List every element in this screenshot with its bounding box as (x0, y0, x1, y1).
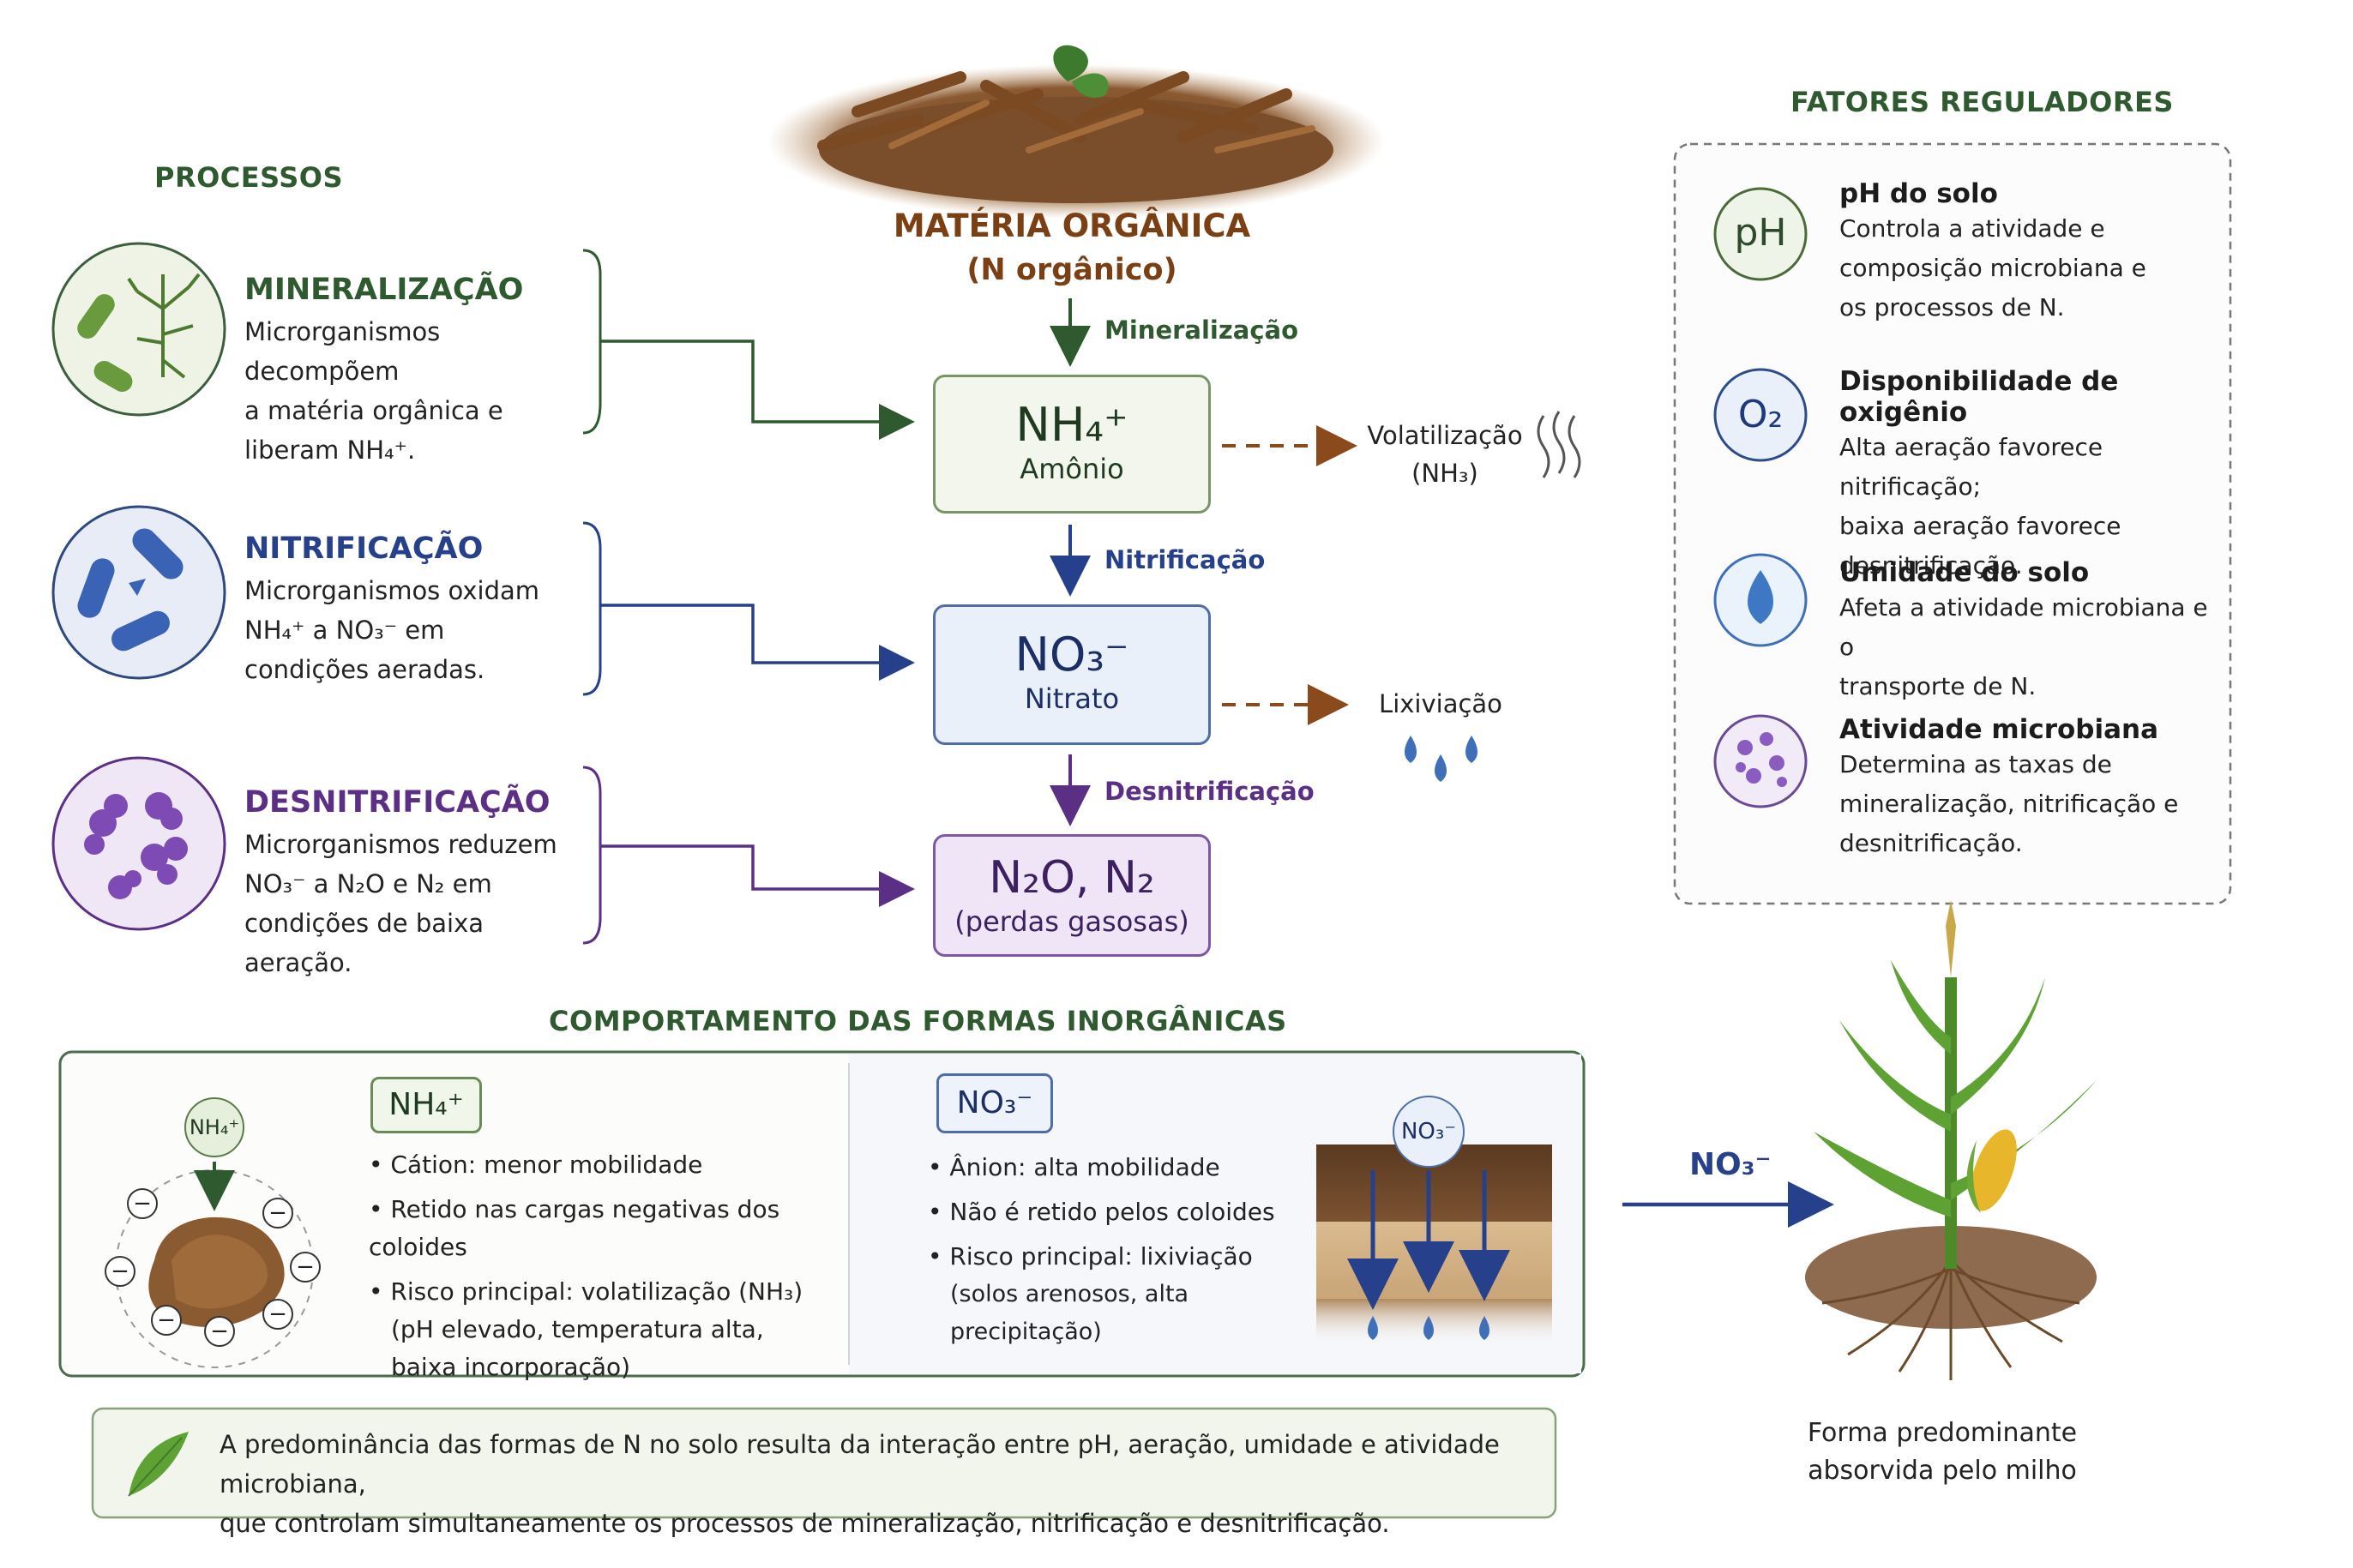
ammonium-badge: NH₄⁺ (184, 1097, 244, 1157)
vapor-icon (1537, 411, 1581, 478)
colloid-illustration (115, 1162, 314, 1368)
label-nitrification: Nitrificação (1104, 545, 1266, 574)
behavior-section-title: COMPORTAMENTO DAS FORMAS INORGÂNICAS (549, 1005, 1287, 1037)
denitrification-bracket (582, 766, 602, 945)
corn-arrow-label: NO₃⁻ (1689, 1147, 1772, 1182)
water-drop-icon (1748, 570, 1773, 624)
factor-description: Alta aeração favorece nitrificação;baixa… (1839, 433, 2121, 580)
nitrate-badge: NO₃⁻ (1393, 1096, 1465, 1168)
microbes-icon-circle (1713, 714, 1808, 808)
factors-panel (1673, 142, 2232, 905)
processes-section-title: PROCESSOS (154, 161, 344, 194)
negative-charge: − (262, 1198, 293, 1229)
nitrification-microbe-icon (51, 505, 226, 680)
summary-note: A predominância das formas de N no solo … (220, 1430, 1500, 1538)
mineralization-connector (600, 339, 915, 440)
organic-matter-illustration (767, 45, 1385, 219)
negative-charge: − (151, 1305, 182, 1336)
factor-moisture: Umidade do solo Afeta a atividade microb… (1839, 557, 2217, 706)
bullet-item: • Risco principal: lixiviação (928, 1242, 1253, 1271)
organic-matter-title: MATÉRIA ORGÂNICA (893, 207, 1251, 244)
negative-charge: − (290, 1252, 321, 1283)
nitrate-box: NO₃⁻ Nitrato (933, 604, 1211, 745)
denitrification-microbe-icon (51, 756, 226, 931)
nitrate-formula: NO₃⁻ (1014, 628, 1129, 682)
denitrification-connector (600, 844, 915, 907)
ammonium-tag: NH₄⁺ (370, 1077, 482, 1133)
mineralization-microbe-icon (51, 242, 226, 417)
ammonium-name: Amônio (1020, 453, 1124, 485)
negative-charge: − (105, 1256, 135, 1287)
organic-matter-subtitle: (N orgânico) (966, 253, 1177, 287)
ph-icon: pH (1734, 211, 1787, 255)
bullet-item: • Cátion: menor mobilidade (369, 1150, 703, 1179)
gaseous-name: (perdas gasosas) (954, 905, 1189, 938)
process-title: MINERALIZAÇÃO (244, 273, 524, 307)
oxygen-icon-circle (1713, 368, 1808, 462)
factor-title: Atividade microbiana (1839, 714, 2158, 745)
ammonium-bullets: • Cátion: menor mobilidade • Retido nas … (369, 1146, 832, 1386)
factor-title: pH do solo (1839, 178, 1998, 209)
gaseous-loss-box: N₂O, N₂ (perdas gasosas) (933, 834, 1211, 957)
factors-section-title: FATORES REGULADORES (1790, 86, 2174, 118)
factor-title: Umidade do solo (1839, 557, 2090, 588)
ph-icon-circle (1713, 187, 1808, 281)
microbes-icon (1736, 732, 1787, 787)
soil-column-illustration (1316, 1144, 1552, 1346)
bullet-item: • Não é retido pelos coloides (928, 1198, 1275, 1226)
nitrate-bullets: • Ânion: alta mobilidade • Não é retido … (928, 1149, 1305, 1351)
nitrate-tag: NO₃⁻ (936, 1073, 1053, 1133)
label-mineralization: Mineralização (1104, 315, 1298, 345)
bullet-item: • Ânion: alta mobilidade (928, 1153, 1220, 1181)
bullet-item: • Risco principal: volatilização (NH₃) (369, 1277, 803, 1306)
mineralization-bracket (582, 249, 602, 435)
factor-oxygen: Disponibilidade de oxigênio Alta aeração… (1839, 366, 2217, 586)
ammonium-formula: NH₄⁺ (1015, 398, 1128, 452)
gaseous-formula: N₂O, N₂ (989, 852, 1155, 904)
process-title: NITRIFICAÇÃO (244, 532, 484, 566)
factor-title: Disponibilidade de oxigênio (1839, 366, 2119, 428)
nitrification-connector (600, 604, 915, 681)
nitrification-bracket (582, 521, 602, 696)
volatilization-label: Volatilização(NH₃) (1367, 421, 1523, 488)
leaching-drops-icon (1405, 736, 1477, 782)
negative-charge: − (204, 1316, 235, 1347)
negative-charge: − (127, 1188, 158, 1219)
note-panel (91, 1407, 1557, 1519)
negative-charge: − (262, 1299, 293, 1330)
oxygen-icon: O₂ (1737, 393, 1784, 436)
ammonium-box: NH₄⁺ Amônio (933, 375, 1211, 514)
factor-microbial: Atividade microbiana Determina as taxas … (1839, 714, 2217, 863)
nitrate-name: Nitrato (1024, 682, 1120, 715)
corn-plant-illustration (1805, 900, 2097, 1380)
process-title: DESNITRIFICAÇÃO (244, 785, 551, 820)
bullet-item: • Retido nas cargas negativas dos coloid… (369, 1195, 780, 1261)
leaching-label: Lixiviação (1379, 689, 1502, 718)
label-denitrification: Desnitrificação (1104, 777, 1315, 806)
